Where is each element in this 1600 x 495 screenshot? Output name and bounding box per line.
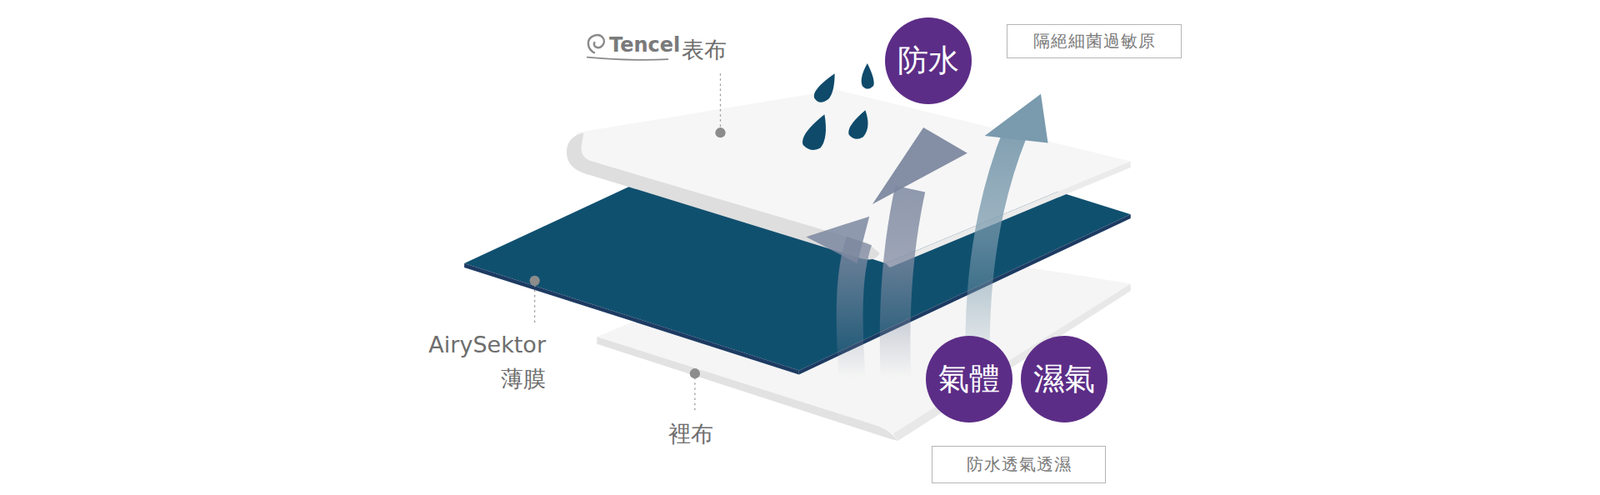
feature-box: 隔絕細菌過敏原 <box>1006 24 1182 59</box>
brand-name: Tencel <box>609 33 680 57</box>
face-sheet <box>566 90 1131 268</box>
node-text: 濕氣 <box>1033 358 1095 400</box>
layer-label: 裡布 <box>668 419 714 450</box>
feature-circle: 防水 <box>885 17 972 105</box>
leader-lines <box>535 73 721 414</box>
water-drops <box>802 63 875 150</box>
node-text: 防水 <box>897 40 960 82</box>
node-text: 防水透氣透濕 <box>966 453 1072 476</box>
node-text: 氣體 <box>938 358 1000 400</box>
layer-label: AirySektor 薄膜 <box>408 328 546 396</box>
leader-dots <box>530 127 726 379</box>
node-text: 隔絕細菌過敏原 <box>1033 30 1156 53</box>
feature-circle: 濕氣 <box>1020 335 1108 423</box>
layer-label: 表布 <box>681 35 727 65</box>
vapour-arrows <box>805 94 1048 378</box>
feature-circle: 氣體 <box>925 335 1013 423</box>
feature-box: 防水透氣透濕 <box>931 445 1106 484</box>
